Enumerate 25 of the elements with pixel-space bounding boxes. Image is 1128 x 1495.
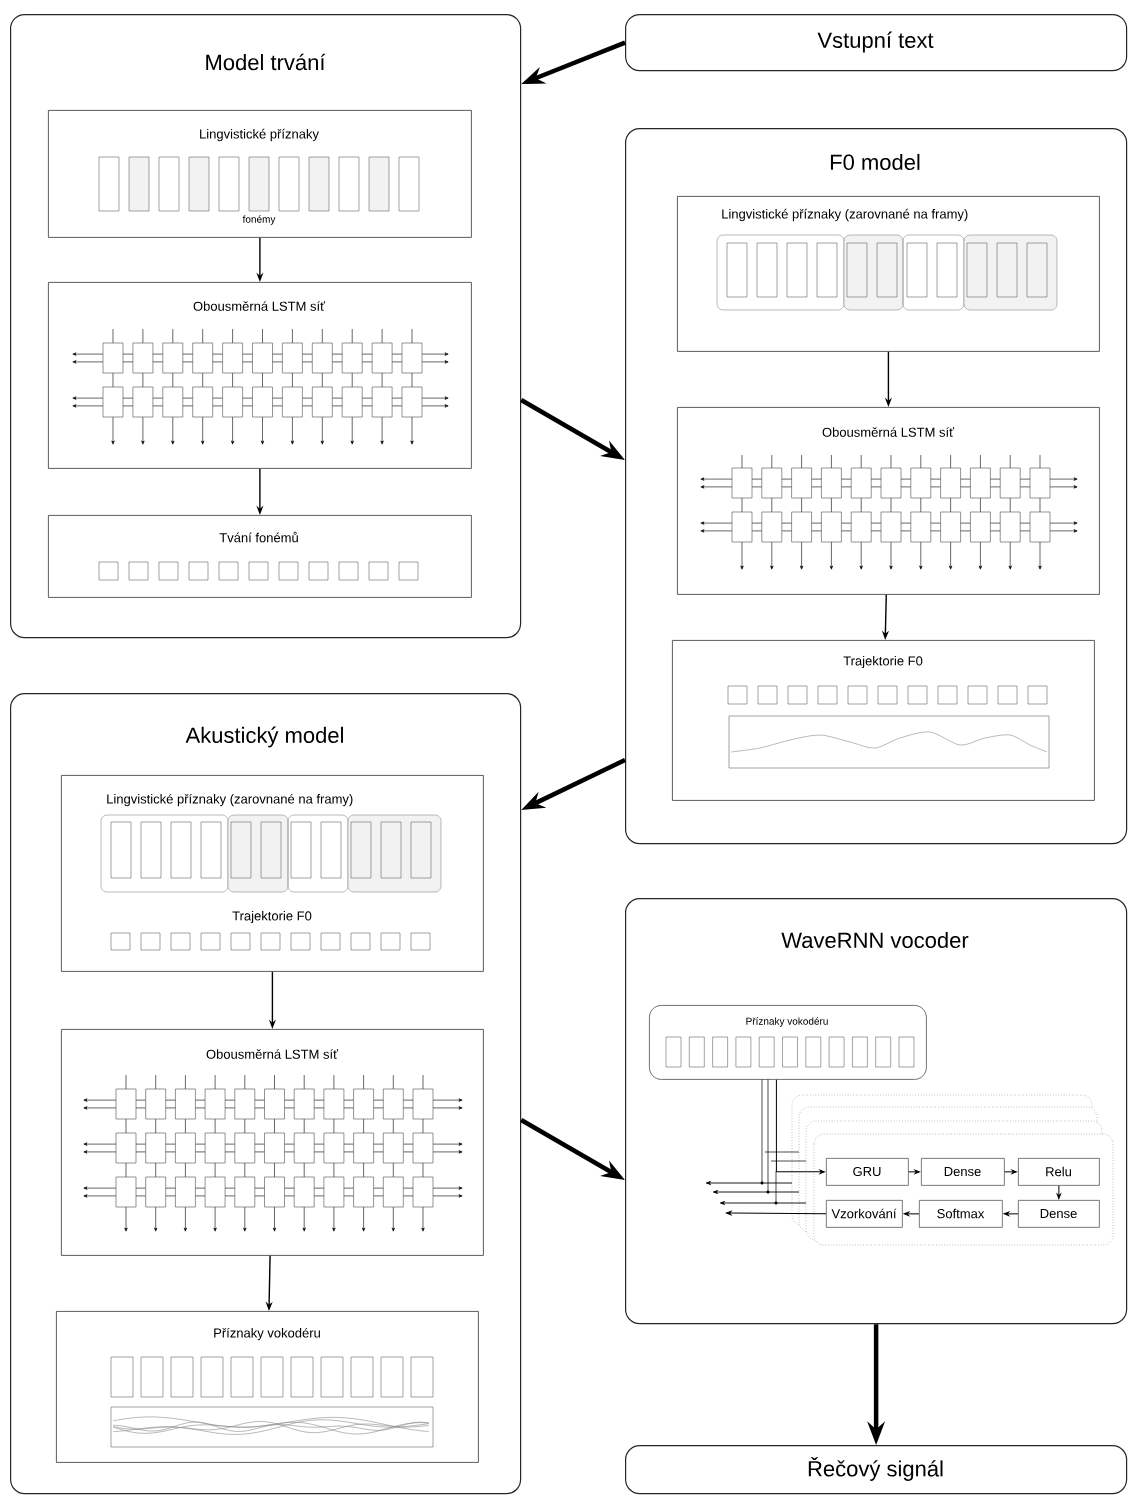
stage-box: Obousměrná LSTM síť	[677, 407, 1100, 595]
layer-box: Relu	[1018, 1158, 1100, 1186]
arrow	[908, 1169, 921, 1175]
stage-box: Lingvistické příznaky (zarovnané na framy)	[677, 196, 1100, 352]
feature-box: Příznaky vokodéru	[649, 1005, 927, 1080]
arrow	[1056, 1185, 1062, 1200]
arrow	[903, 1211, 920, 1217]
stage-box: Obousměrná LSTM síť	[61, 1029, 484, 1256]
layer-box: Dense	[1018, 1200, 1100, 1228]
layer-box: Dense	[921, 1158, 1005, 1186]
layer-box: Softmax	[919, 1200, 1003, 1228]
layer-box: GRU	[826, 1158, 909, 1186]
stage-box: Trajektorie F0	[672, 640, 1095, 801]
stage-box: Lingvistické příznaky (zarovnané na framy) Trajektorie F0	[61, 775, 484, 972]
arrow	[1004, 1169, 1018, 1175]
stage-box: Lingvistické příznaky fonémy	[48, 110, 472, 238]
stage-box: Příznaky vokodéru	[56, 1311, 479, 1463]
arrow	[1003, 1211, 1019, 1217]
stage-box: Tvání fonémů	[48, 515, 472, 598]
rounded-box: Vstupní text	[625, 14, 1128, 72]
layer-box: Vzorkování	[826, 1200, 903, 1228]
arrow	[775, 1079, 826, 1175]
rounded-box: Řečový signál	[625, 1445, 1128, 1495]
stage-box: Obousměrná LSTM síť	[48, 282, 472, 469]
arrow	[725, 1210, 827, 1216]
